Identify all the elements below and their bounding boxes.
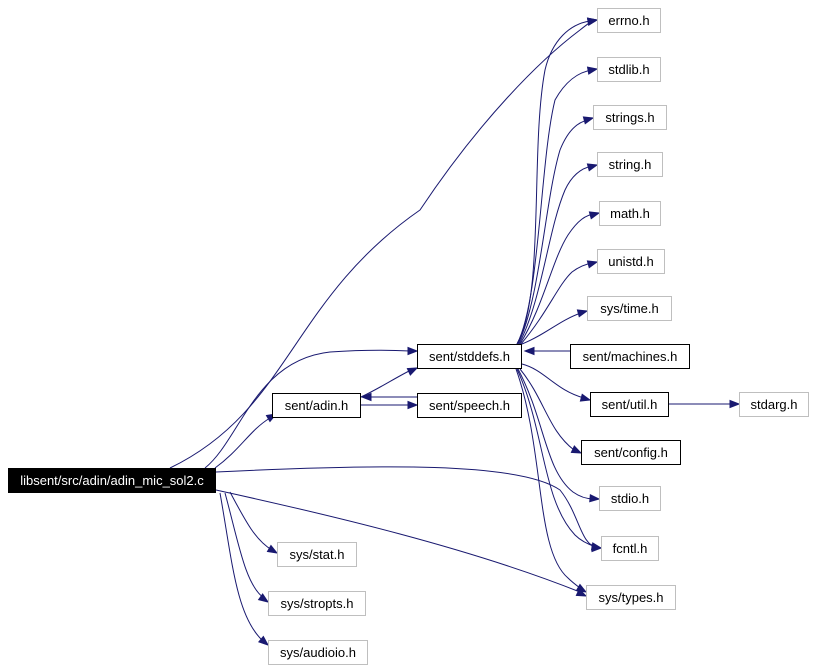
node-fcntl-h[interactable]: fcntl.h: [601, 536, 659, 561]
dependency-edge: [214, 417, 271, 469]
arrowhead: [582, 116, 595, 125]
dependency-edge: [519, 368, 575, 451]
arrowhead: [586, 66, 599, 75]
arrowhead: [266, 544, 279, 554]
arrowhead: [588, 211, 601, 220]
arrowhead: [360, 392, 372, 402]
dependency-edge: [517, 119, 589, 345]
dependency-edge: [518, 165, 593, 345]
dependency-edge: [516, 69, 593, 345]
arrowhead: [589, 493, 601, 503]
arrowhead: [575, 583, 588, 593]
edge-layer: [169, 17, 741, 646]
dependency-edge: [520, 262, 593, 345]
dependency-edge: [219, 492, 263, 641]
arrowhead: [523, 346, 535, 356]
arrowhead: [586, 17, 599, 26]
node-unistd-h[interactable]: unistd.h: [597, 249, 665, 274]
dependency-edge: [517, 368, 595, 500]
dependency-edge: [215, 489, 581, 593]
dependency-edge: [169, 19, 595, 469]
arrowhead: [406, 367, 419, 376]
node-sent-adin-h[interactable]: sent/adin.h: [272, 393, 361, 418]
node-sys-stropts-h[interactable]: sys/stropts.h: [268, 591, 366, 616]
node-errno-h[interactable]: errno.h: [597, 8, 661, 33]
arrowhead: [576, 309, 589, 318]
node-sent-machines-h[interactable]: sent/machines.h: [570, 344, 690, 369]
node-string-h[interactable]: string.h: [597, 152, 663, 177]
arrowhead: [590, 542, 603, 551]
dependency-edge: [204, 349, 411, 469]
node-math-h[interactable]: math.h: [599, 201, 661, 226]
node-adin-mic-sol2-c[interactable]: libsent/src/adin/adin_mic_sol2.c: [8, 468, 216, 493]
node-sent-config-h[interactable]: sent/config.h: [581, 440, 681, 465]
node-sys-stat-h[interactable]: sys/stat.h: [277, 542, 357, 567]
node-stdlib-h[interactable]: stdlib.h: [597, 57, 661, 82]
dependency-edge: [229, 491, 273, 551]
arrowhead: [729, 399, 741, 409]
arrowhead: [586, 260, 599, 269]
dependency-edge: [215, 466, 599, 549]
arrowhead: [257, 593, 270, 603]
dependency-edge: [224, 492, 265, 599]
dependency-edge: [360, 369, 412, 398]
dependency-edge: [519, 213, 595, 345]
dependency-edge: [515, 368, 581, 589]
node-sent-stddefs-h[interactable]: sent/stddefs.h: [417, 344, 522, 369]
node-stdio-h[interactable]: stdio.h: [599, 486, 661, 511]
node-strings-h[interactable]: strings.h: [593, 105, 667, 130]
node-sent-speech-h[interactable]: sent/speech.h: [417, 393, 522, 418]
arrowhead: [258, 635, 270, 646]
node-sys-time-h[interactable]: sys/time.h: [587, 296, 672, 321]
arrowhead: [407, 400, 419, 410]
arrowhead: [570, 445, 583, 454]
dependency-edge: [521, 312, 582, 345]
node-sys-types-h[interactable]: sys/types.h: [586, 585, 676, 610]
node-sent-util-h[interactable]: sent/util.h: [590, 392, 669, 417]
arrowhead: [586, 163, 599, 172]
dependency-edge: [516, 20, 591, 345]
node-sys-audioio-h[interactable]: sys/audioio.h: [268, 640, 368, 665]
node-stdarg-h[interactable]: stdarg.h: [739, 392, 809, 417]
dependency-edge: [516, 368, 597, 548]
arrowhead: [579, 393, 592, 402]
arrowhead: [407, 346, 419, 356]
dependency-edge: [521, 363, 585, 399]
